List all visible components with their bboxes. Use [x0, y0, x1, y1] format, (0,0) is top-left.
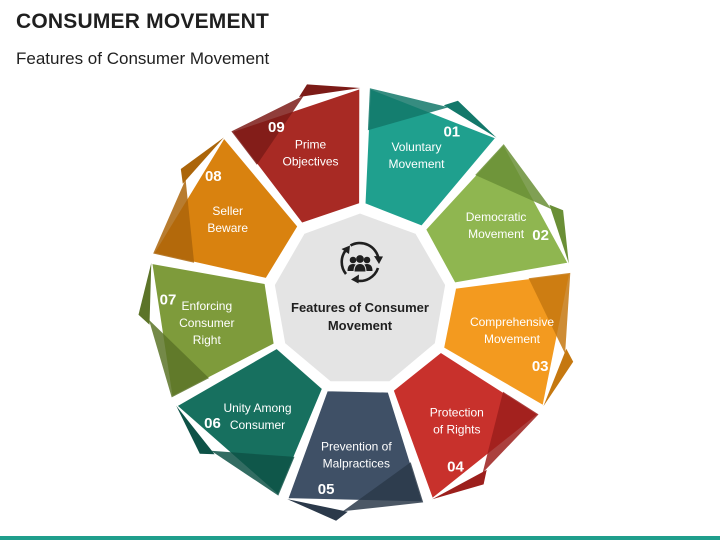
- segment-05: Prevention of Malpractices 05: [285, 389, 425, 521]
- page-title: CONSUMER MOVEMENT: [16, 10, 270, 33]
- page-subtitle: Features of Consumer Movement: [16, 49, 270, 68]
- center-nonagon: [271, 210, 449, 385]
- segment-05-fold: [287, 499, 348, 521]
- segment-04-label-line-2: of Rights: [433, 423, 480, 437]
- segment-07-label-line-2: Consumer: [179, 316, 234, 330]
- segment-08-label-line-1: Seller: [212, 204, 243, 218]
- segment-01-label-line-2: Movement: [388, 157, 445, 171]
- segment-07-number: 07: [160, 291, 177, 308]
- segment-01-label-line-1: Voluntary: [391, 140, 441, 154]
- segment-07-shade: [148, 319, 209, 398]
- segment-09-shade: [231, 95, 304, 165]
- segment-05-shade: [342, 462, 424, 512]
- segment-09-label-line-1: Prime: [295, 138, 327, 152]
- segment-03-fold: [543, 348, 574, 407]
- bottom-accent-bar: [0, 536, 720, 540]
- segment-05-label-line-2: Malpractices: [323, 457, 390, 471]
- segment-08-label-line-2: Beware: [207, 221, 248, 235]
- segment-09-number: 09: [268, 119, 285, 136]
- segment-04: Protection of Rights 04: [391, 350, 541, 501]
- segment-06-fold: [176, 405, 215, 455]
- segment-04-shade: [482, 391, 539, 473]
- segment-09-label-line-2: Objectives: [282, 155, 338, 169]
- segment-02-fold: [549, 204, 569, 264]
- center-label-line-1: Features of Consumer: [291, 300, 429, 315]
- segment-05-number: 05: [318, 481, 335, 498]
- segment-04-number: 04: [447, 459, 464, 476]
- segment-04-label-line-1: Protection: [430, 406, 484, 420]
- segment-05-label-line-1: Prevention of: [321, 440, 392, 454]
- segment-06-shade: [211, 450, 295, 496]
- segment-07-label-line-3: Right: [193, 333, 222, 347]
- segment-07-label-line-1: Enforcing: [181, 299, 232, 313]
- segment-01-shade: [367, 88, 449, 131]
- segment-06-label-line-2: Consumer: [230, 418, 285, 432]
- segment-03-label-line-2: Movement: [484, 332, 541, 346]
- segment-04-fold: [432, 469, 487, 500]
- segment-03-number: 03: [532, 358, 549, 375]
- segment-08-fold: [180, 137, 224, 184]
- segment-09-fold: [299, 84, 361, 97]
- segment-01-fold: [443, 100, 497, 138]
- segment-08-shade: [153, 179, 195, 263]
- segment-01-number: 01: [443, 123, 460, 140]
- segment-06-label-line-1: Unity Among: [223, 401, 291, 415]
- segment-07-fold: [138, 262, 152, 325]
- segment-03-label-line-1: Comprehensive: [470, 315, 554, 329]
- segment-02-shade: [475, 144, 552, 210]
- segment-02-label-line-1: Democratic: [466, 210, 527, 224]
- segment-08-number: 08: [205, 168, 222, 185]
- segment-06-number: 06: [204, 415, 221, 432]
- center-hub: Features of Consumer Movement: [271, 210, 449, 385]
- segment-02-number: 02: [532, 227, 549, 244]
- people-cycle-icon: [340, 241, 383, 284]
- segment-02-label-line-2: Movement: [468, 227, 525, 241]
- segment-03-shade: [528, 272, 571, 354]
- center-label-line-2: Movement: [328, 318, 393, 333]
